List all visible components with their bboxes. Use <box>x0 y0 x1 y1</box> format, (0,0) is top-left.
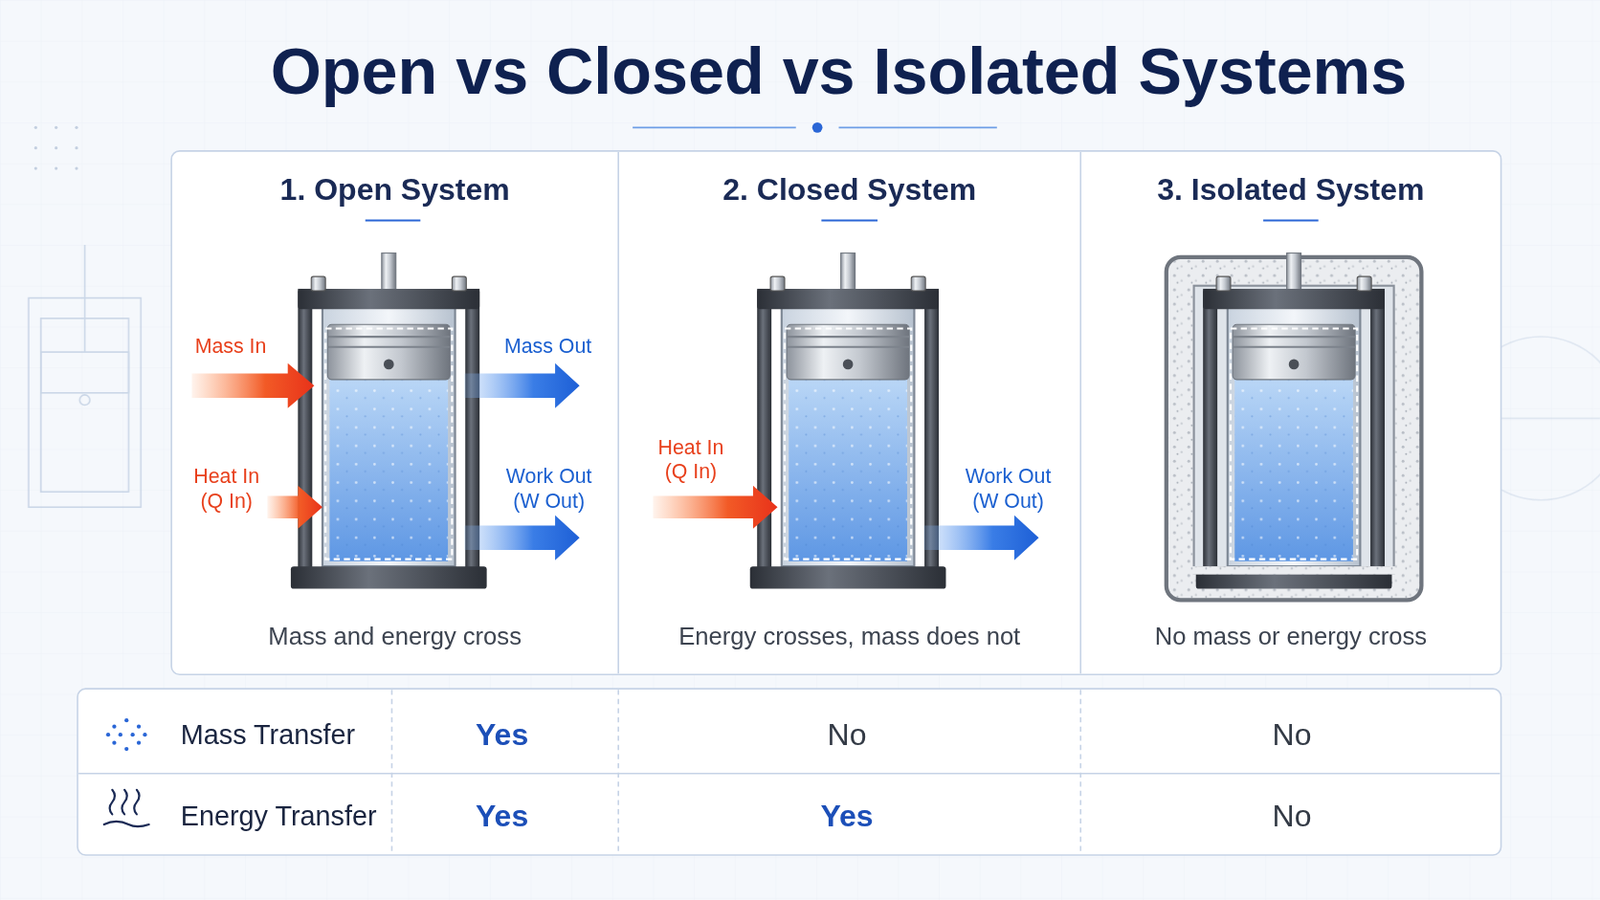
panel-heading: 1. Open System <box>280 171 511 208</box>
system-panel: 1. Open SystemMass and energy cross <box>171 151 619 675</box>
arrow-label: Work Out (W Out) <box>953 465 1064 514</box>
table-cell: Yes <box>475 798 529 835</box>
table-cell: No <box>1272 798 1312 835</box>
arrow-label: Mass In <box>195 334 267 360</box>
table-row-header: Energy Transfer <box>180 800 378 834</box>
panel-caption: Mass and energy cross <box>267 622 522 652</box>
arrow-label: Mass Out <box>504 334 592 360</box>
table-cell: Yes <box>820 798 873 835</box>
table-cell: No <box>1272 716 1312 754</box>
table-cell: Yes <box>475 716 529 754</box>
system-panel: 2. Closed SystemEnergy crosses, mass doe… <box>618 151 1081 675</box>
panel-heading: 3. Isolated System <box>1156 171 1424 208</box>
table-row-header: Mass Transfer <box>180 718 356 753</box>
panel-caption: No mass or energy cross <box>1155 622 1427 652</box>
title: Open vs Closed vs Isolated Systems <box>270 32 1408 112</box>
system-panel: 3. Isolated System No mass or energy cros… <box>1080 151 1501 675</box>
arrow-label: Heat In (Q In) <box>645 436 736 486</box>
table-cell: No <box>827 716 867 754</box>
arrow-label: Heat In (Q In) <box>181 465 272 514</box>
arrow-label: Work Out (W Out) <box>493 465 604 514</box>
panel-heading: 2. Closed System <box>722 171 977 208</box>
panel-caption: Energy crosses, mass does not <box>678 622 1021 652</box>
